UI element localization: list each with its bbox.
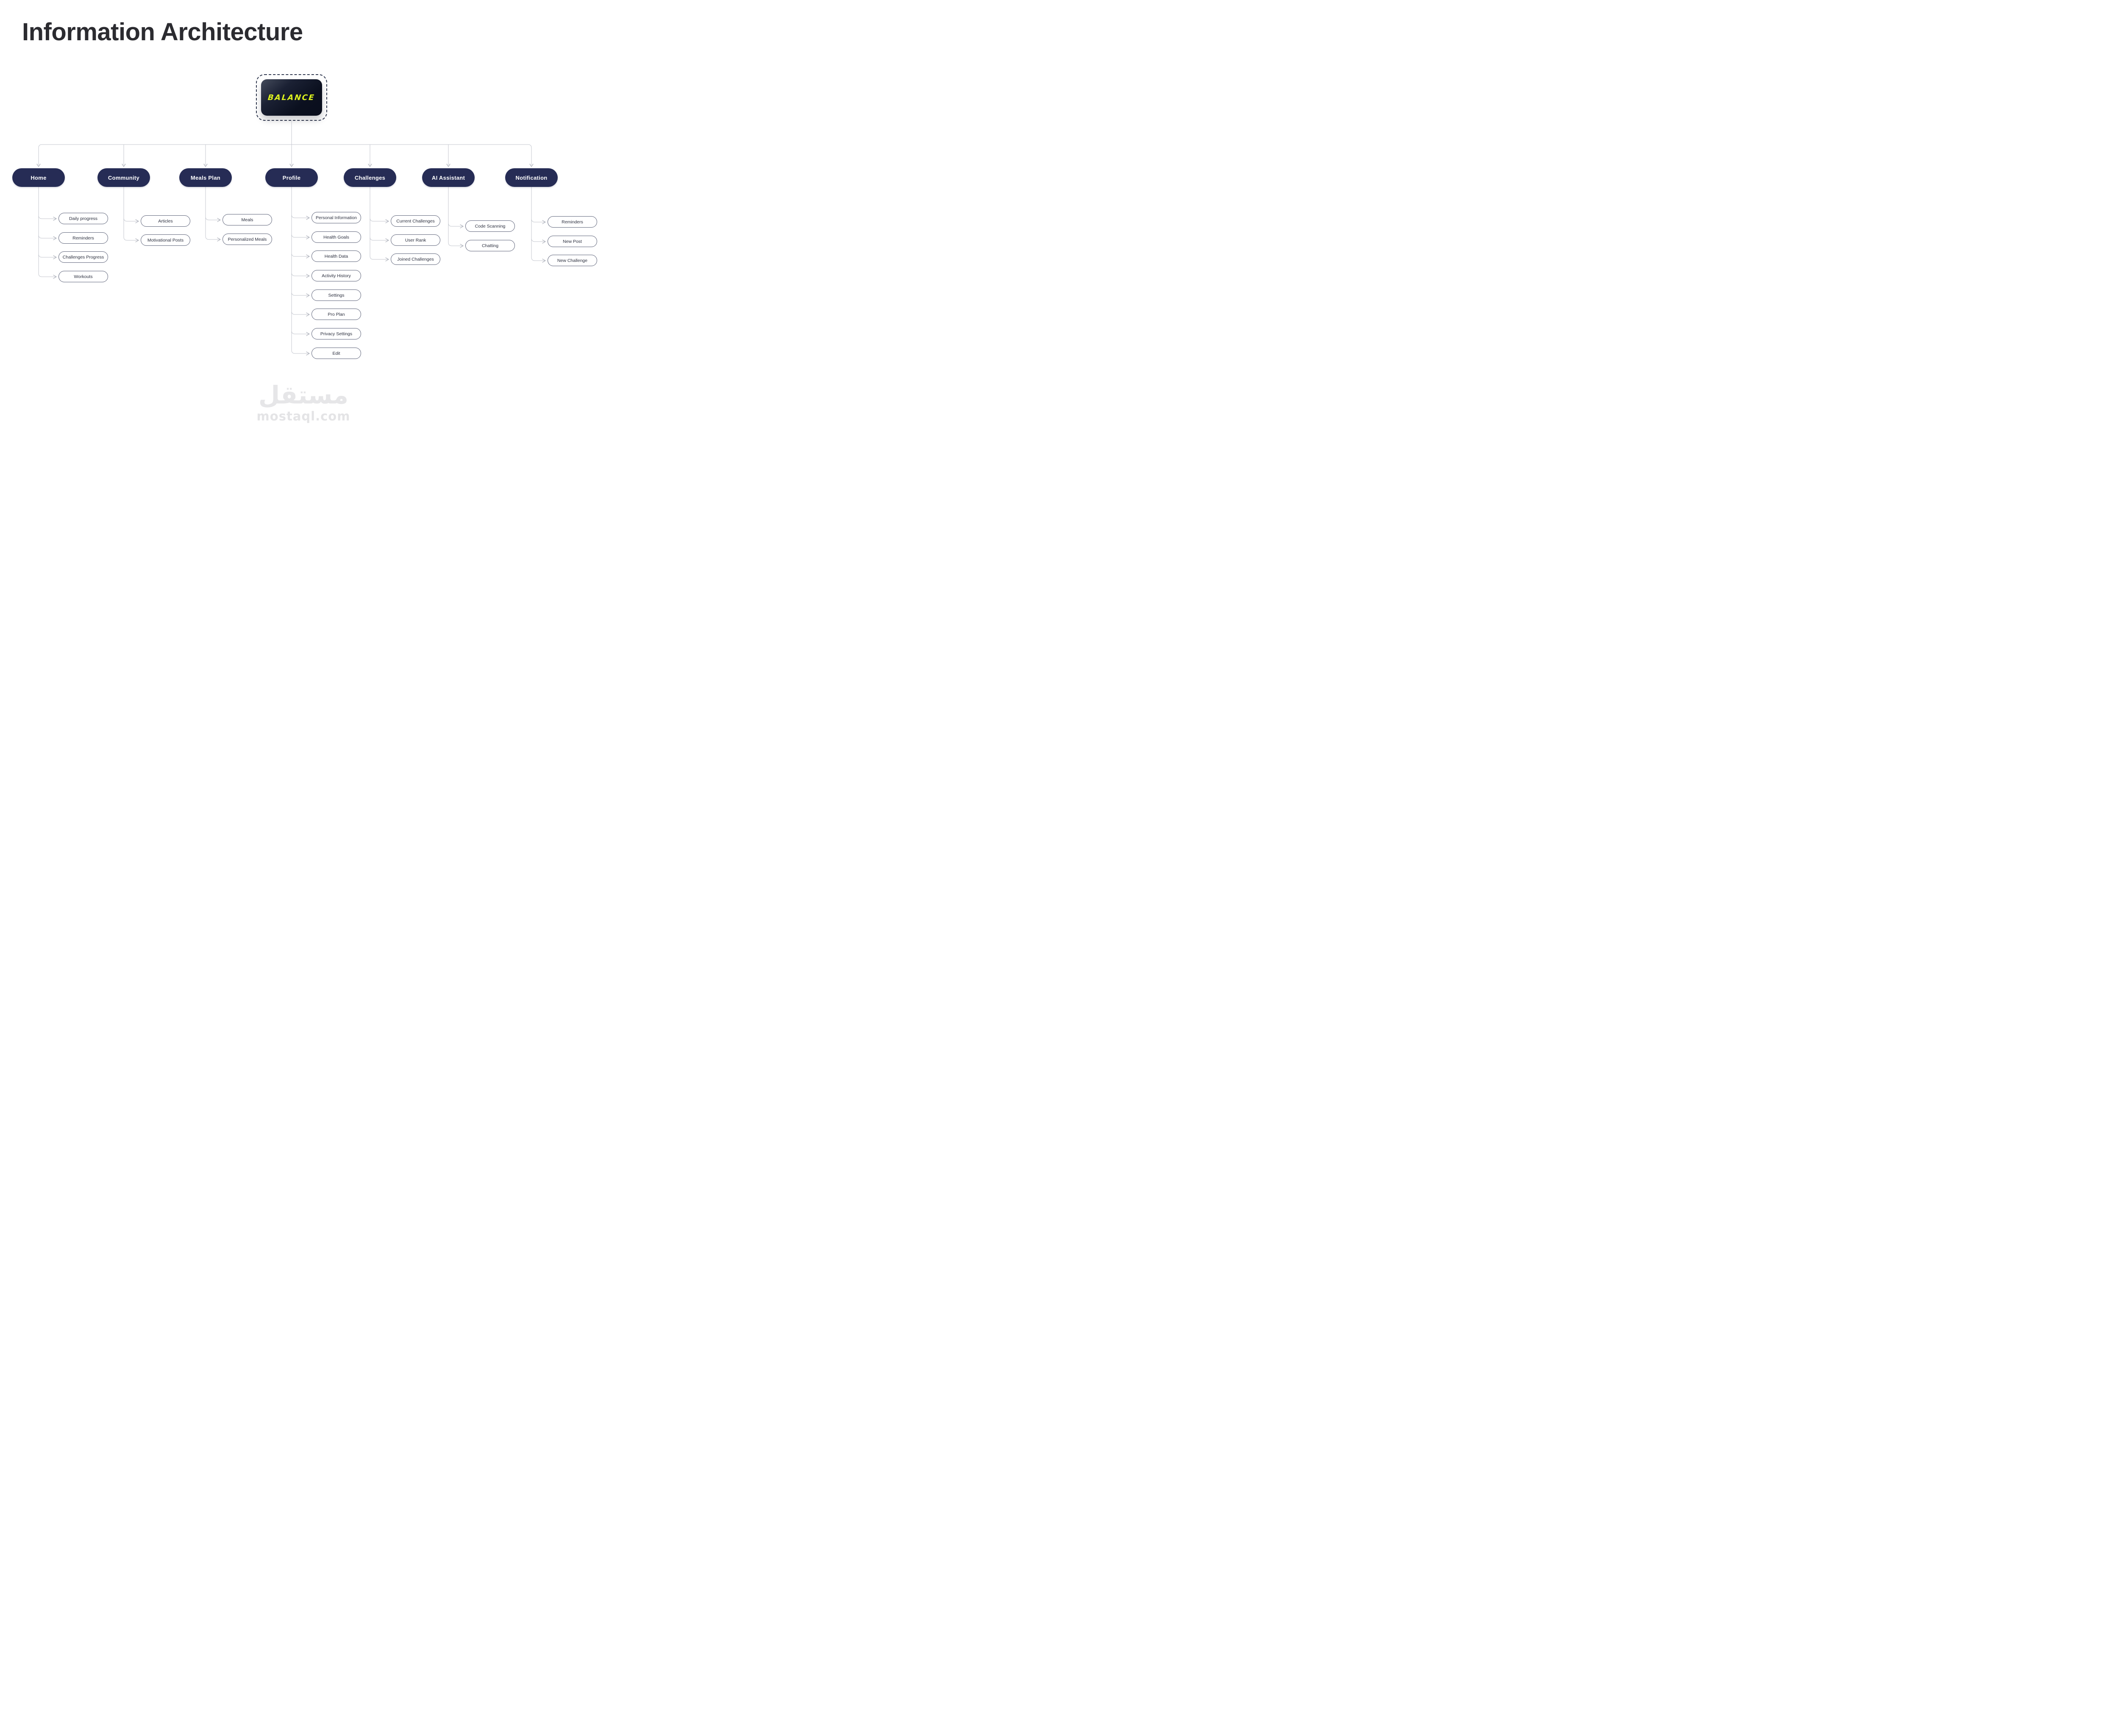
connector-lines (36, 121, 546, 356)
leaf-motivational-posts: Motivational Posts (141, 234, 190, 246)
leaf-activity-history: Activity History (311, 270, 361, 281)
page-title: Information Architecture (22, 18, 303, 46)
leaf-meals: Meals (222, 214, 272, 225)
leaf-privacy-settings: Privacy Settings (311, 328, 361, 339)
leaf-health-data: Health Data (311, 250, 361, 262)
category-home: Home (12, 168, 65, 187)
leaf-challenges-progress: Challenges Progress (58, 251, 108, 263)
leaf-health-goals: Health Goals (311, 231, 361, 243)
leaf-user-rank: User Rank (391, 234, 440, 246)
leaf-pro-plan: Pro Plan (311, 309, 361, 320)
leaf-chatting: Chatting (465, 240, 515, 251)
leaf-current-challenges: Current Challenges (391, 215, 440, 227)
category-community: Community (97, 168, 150, 187)
leaf-edit: Edit (311, 348, 361, 359)
leaf-personalized-meals: Personalized Meals (222, 234, 272, 245)
mostaql-arabic-logo: مستقل (258, 381, 349, 409)
leaf-new-post: New Post (548, 236, 597, 247)
leaf-joined-challenges: Joined Challenges (391, 253, 440, 265)
leaf-new-challenge: New Challenge (548, 255, 597, 266)
mostaql-watermark: مستقل mostaql.com (257, 383, 350, 423)
logo-dashed-frame: BALANCE (256, 74, 327, 121)
leaf-notification-reminders: Reminders (548, 216, 597, 228)
information-architecture-diagram: Information Architecture BALANCE (0, 0, 610, 434)
leaf-workouts: Workouts (58, 271, 108, 282)
leaf-settings: Settings (311, 289, 361, 301)
category-ai-assistant: AI Assistant (422, 168, 475, 187)
leaf-reminders: Reminders (58, 232, 108, 244)
leaf-personal-information: Personal Information (311, 212, 361, 223)
leaf-daily-progress: Daily progress (58, 213, 108, 224)
balance-logo-card: BALANCE (261, 79, 322, 116)
category-meals-plan: Meals Plan (179, 168, 232, 187)
leaf-code-scanning: Code Scanning (465, 220, 515, 232)
category-challenges: Challenges (344, 168, 396, 187)
category-notification: Notification (505, 168, 558, 187)
mostaql-domain: mostaql.com (256, 409, 350, 423)
category-profile: Profile (265, 168, 318, 187)
leaf-articles: Articles (141, 215, 190, 227)
